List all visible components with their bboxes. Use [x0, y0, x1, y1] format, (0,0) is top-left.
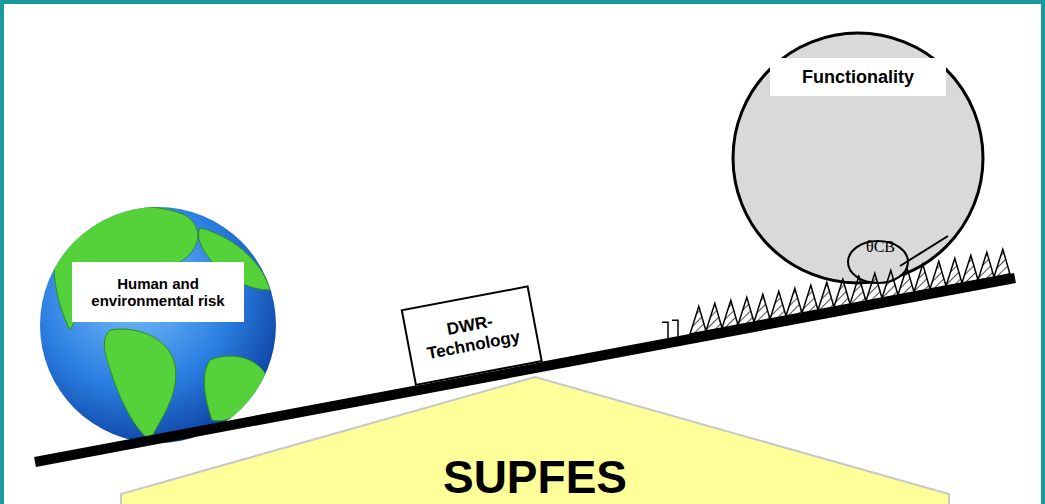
asperity: [866, 273, 882, 301]
asperity: [978, 252, 994, 280]
contact-angle-label: θCB: [866, 238, 895, 256]
asperity: [930, 261, 946, 289]
surface-hook: [672, 320, 678, 336]
functionality-label-box: Functionality: [770, 58, 946, 96]
risk-label-box: Human and environmental risk: [72, 262, 244, 322]
asperity: [946, 258, 962, 286]
asperity: [786, 288, 802, 316]
asperity: [914, 264, 930, 292]
asperity: [754, 294, 770, 322]
liquid-drop: [733, 33, 983, 283]
asperity: [882, 270, 898, 298]
asperity: [994, 249, 1010, 277]
node-text: Functionality: [802, 67, 914, 88]
globe: [40, 207, 276, 443]
node-text: Human and environmental risk: [83, 275, 233, 310]
contact-angle: [848, 236, 948, 283]
asperity: [818, 282, 834, 310]
surface-hook: [662, 322, 668, 338]
asperity: [722, 300, 738, 328]
asperity: [834, 279, 850, 307]
supfes-pentagon: SUPFES: [120, 376, 950, 504]
asperity: [962, 255, 978, 283]
asperity: [898, 267, 914, 295]
asperity: [706, 303, 722, 331]
node-text: DWR-Technology: [414, 306, 529, 365]
asperity: [690, 306, 706, 334]
asperity: [802, 285, 818, 313]
asperity: [770, 291, 786, 319]
asperity: [738, 297, 754, 325]
node-text: SUPFES: [120, 452, 950, 502]
asperity: [850, 276, 866, 304]
